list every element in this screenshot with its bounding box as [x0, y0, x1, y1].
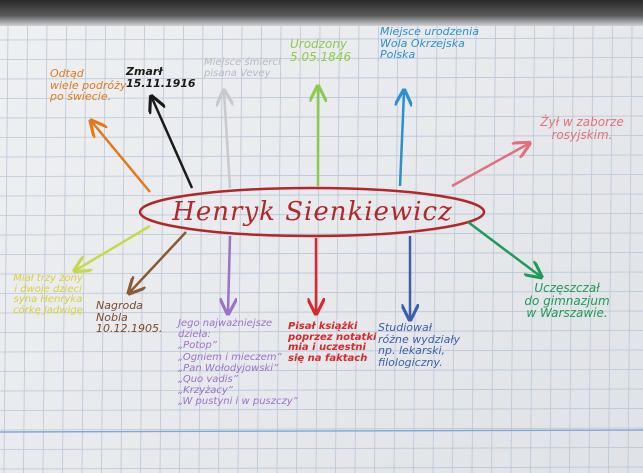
- grid-line-horizontal-21: [0, 447, 643, 450]
- central-oval: [138, 186, 486, 238]
- arrow-branch-11: [130, 231, 187, 292]
- grid-line-vertical-3: [62, 25, 67, 473]
- grid-line-vertical-2: [42, 25, 48, 473]
- central-topic-label: Henryk Sienkiewicz: [172, 197, 453, 227]
- grid-line-horizontal-0: [0, 37, 643, 41]
- grid-line-vertical-22: [432, 25, 438, 473]
- grid-line-horizontal-19: [0, 408, 643, 411]
- arrow-branch-2: [152, 98, 194, 189]
- branch-text-11: Nagroda Nobla 10.12.1905.: [96, 299, 163, 336]
- grid-line-vertical-23: [452, 25, 457, 473]
- grid-line-horizontal-16: [0, 349, 643, 353]
- branch-text-7: Uczęszczał do gimnazjum w Warszawie.: [524, 281, 610, 321]
- branch-text-10: Jego najważniejsze dzieła: „Potop” „Ogni…: [178, 318, 298, 408]
- grid-line-vertical-15: [296, 25, 301, 473]
- grid-line-horizontal-1: [0, 57, 643, 60]
- arrow-branch-10: [228, 235, 230, 312]
- grid-line-vertical-21: [413, 25, 418, 473]
- grid-line-vertical-1: [23, 25, 28, 473]
- grid-line-vertical-25: [491, 25, 496, 473]
- grid-line-horizontal-17: [0, 369, 643, 372]
- grid-line-vertical-32: [627, 25, 633, 473]
- grid-line-vertical-31: [608, 25, 613, 473]
- arrow-branch-12: [76, 224, 151, 270]
- grid-line-horizontal-18: [0, 388, 643, 392]
- grid-line-vertical-6: [120, 25, 126, 473]
- grid-line-horizontal-2: [0, 76, 643, 80]
- arrow-branch-1: [92, 122, 151, 193]
- grid-line-vertical-5: [101, 25, 106, 473]
- branch-text-3: Miejsce śmierci pisana Vevey: [204, 57, 281, 79]
- arrow-branch-6: [451, 144, 528, 188]
- branch-text-12: Miał trzy żony i dwoje dzieci syna Henry…: [13, 273, 83, 316]
- grid-line-horizontal-7: [0, 174, 643, 177]
- grid-line-vertical-17: [335, 25, 340, 473]
- grid-line-horizontal-9: [0, 213, 643, 216]
- grid-line-horizontal-20: [0, 427, 643, 431]
- branch-text-1: Odtąd wiele podróży po świecie.: [50, 67, 127, 104]
- grid-line-vertical-13: [257, 25, 262, 473]
- grid-line-horizontal-11: [0, 252, 643, 255]
- branch-text-6: Żył w zaborze rosyjskim.: [540, 115, 624, 142]
- grid-line-vertical-26: [510, 25, 516, 473]
- grid-line-horizontal-10: [0, 232, 643, 236]
- branch-text-2: Zmarł 15.11.1916: [126, 65, 196, 90]
- grid-line-vertical-19: [374, 25, 379, 473]
- grid-line-vertical-9: [179, 25, 184, 473]
- grid-line-horizontal-8: [0, 193, 643, 197]
- grid-line-vertical-7: [140, 25, 145, 473]
- grid-line-horizontal-15: [0, 330, 643, 333]
- branch-text-9: Pisał książki poprzez notatki mia i ucze…: [288, 321, 377, 364]
- grid-line-vertical-18: [354, 25, 360, 473]
- grid-line-vertical-12: [237, 25, 243, 473]
- grid-line-horizontal-22: [0, 466, 643, 470]
- grid-line-vertical-10: [198, 25, 204, 473]
- grid-line-vertical-28: [549, 25, 555, 473]
- grid-line-vertical-30: [588, 25, 594, 473]
- grid-line-vertical-29: [569, 25, 574, 473]
- branch-text-5: Miejsce urodzenia Wola Okrzejska Polska: [380, 25, 479, 62]
- branch-text-8: Studiował różne wydziały np. lekarski, f…: [378, 321, 460, 369]
- notebook-top-edge: [0, 0, 643, 26]
- grid-line-horizontal-6: [0, 154, 643, 158]
- grid-line-vertical-0: [3, 25, 9, 473]
- grid-line-horizontal-13: [0, 291, 643, 294]
- arrow-branch-3: [224, 92, 230, 189]
- arrow-branch-7: [467, 221, 540, 276]
- page-bottom-margin-line: [0, 429, 643, 433]
- grid-line-vertical-4: [81, 25, 87, 473]
- grid-line-vertical-24: [471, 25, 477, 473]
- grid-line-vertical-27: [530, 25, 535, 473]
- grid-line-vertical-14: [276, 25, 282, 473]
- branch-text-4: Urodzony 5.05.1846: [290, 37, 352, 64]
- arrow-branch-5: [400, 92, 404, 187]
